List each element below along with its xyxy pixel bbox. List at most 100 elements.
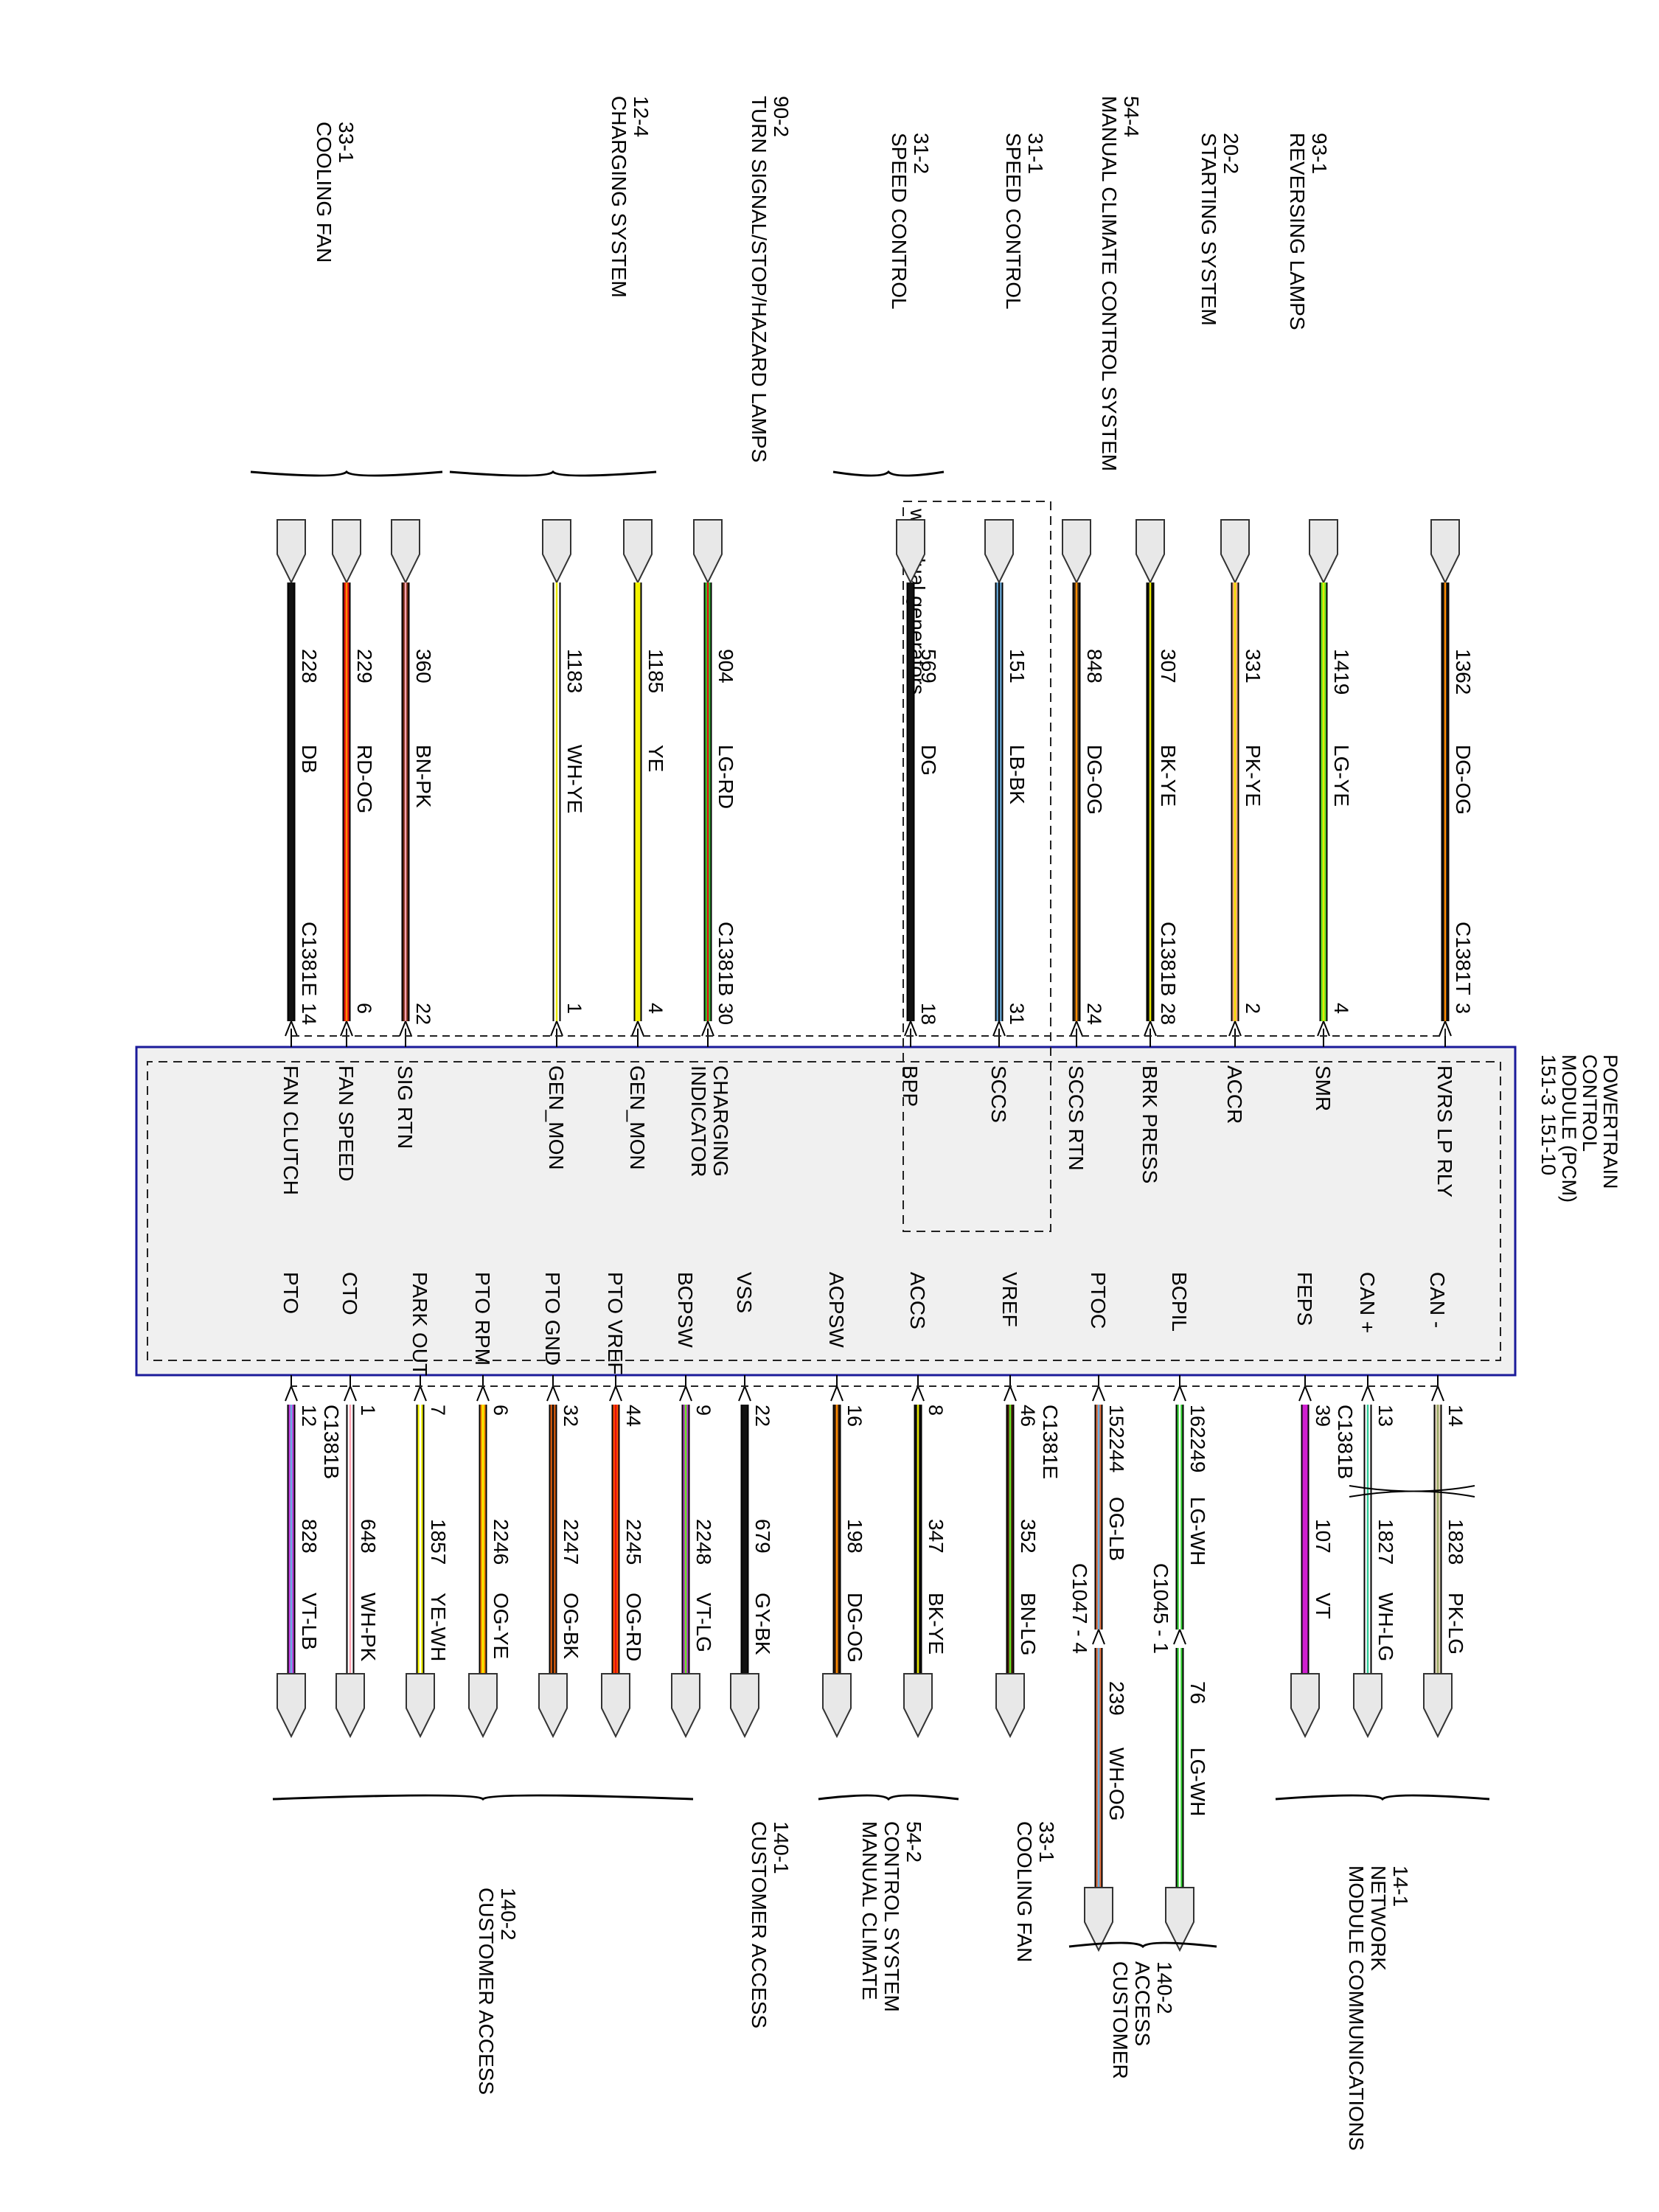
circuit-number: 307 — [1157, 649, 1180, 684]
group-label-line: 54-4 — [1120, 96, 1143, 137]
signal-name: BPP — [899, 1065, 922, 1107]
signal-name: PTO GND — [541, 1272, 564, 1366]
pcm-name-line-3: MODULE (PCM) — [1558, 1054, 1580, 1203]
group-label-line: SPEED CONTROL — [1002, 133, 1025, 310]
wire-color-code: VT — [1312, 1593, 1335, 1619]
pin-arrow — [1004, 1375, 1017, 1402]
pin-number: 39 — [1312, 1405, 1334, 1427]
signal-name: FAN CLUTCH — [279, 1065, 302, 1195]
circuit-number: 1857 — [427, 1519, 450, 1565]
connector-terminal — [601, 1673, 630, 1739]
connector-terminal — [671, 1673, 700, 1739]
wire-color-code: VT-LG — [692, 1593, 715, 1652]
pin-arrow — [609, 1375, 622, 1402]
pin-arrow — [344, 1375, 357, 1402]
signal-name: PTO — [279, 1272, 302, 1314]
pin-number: 15 — [1105, 1405, 1127, 1427]
group-label-line: 33-1 — [1035, 1821, 1058, 1863]
circuit-number: 2249 — [1186, 1427, 1209, 1472]
wire-color-code: WH-YE — [563, 745, 586, 813]
group-label-line: 14-1 — [1389, 1865, 1412, 1907]
splice-arrow — [1092, 1629, 1105, 1645]
wire-color-code: PK-YE — [1242, 745, 1265, 807]
connector-terminal — [406, 1673, 435, 1739]
group-label-line: 93-1 — [1308, 133, 1331, 174]
group-label-line: TURN SIGNAL/STOP/HAZARD LAMPS — [748, 96, 771, 462]
group-label-line: MANUAL CLIMATE — [858, 1821, 881, 2000]
wire-color-code: YE-WH — [427, 1593, 450, 1661]
circuit-number: 648 — [357, 1519, 380, 1554]
connector-terminal — [903, 1673, 933, 1739]
twisted-pair-marker — [1349, 1485, 1475, 1498]
pin-arrow — [911, 1375, 925, 1402]
circuit-number: 347 — [925, 1519, 947, 1554]
signal-name: BCPIL — [1168, 1272, 1191, 1332]
connector-terminal — [730, 1673, 759, 1739]
group-label-line: COOLING FAN — [1013, 1821, 1036, 1962]
pin-arrow — [1173, 1375, 1186, 1402]
connector-terminal — [1423, 1673, 1453, 1739]
group-brace — [250, 470, 443, 477]
circuit-number: 1183 — [563, 649, 586, 693]
circuit-number: 904 — [714, 649, 737, 684]
signal-name: CAN + — [1356, 1272, 1379, 1333]
circuit-number: 1419 — [1330, 649, 1353, 695]
pin-arrow — [631, 1020, 644, 1047]
pin-arrow — [1361, 1375, 1374, 1402]
circuit-number: 1827 — [1374, 1519, 1397, 1565]
signal-name: CTO — [338, 1272, 361, 1315]
signal-name: CHARGING — [709, 1065, 732, 1177]
group-label-line: CUSTOMER — [1109, 1961, 1132, 2079]
wire-color-code: DG-OG — [1083, 745, 1106, 815]
connector-terminal — [391, 519, 420, 585]
connector-terminal — [1084, 1887, 1113, 1952]
circuit-number: 679 — [751, 1519, 774, 1554]
wire-color-code: BK-YE — [1157, 745, 1180, 807]
group-label-line: CONTROL SYSTEM — [880, 1821, 903, 2012]
splice-arrow — [1173, 1629, 1186, 1645]
connector-id: C1381E — [1039, 1405, 1062, 1479]
signal-name: RVRS LP RLY — [1433, 1065, 1456, 1197]
top-shield-dashed — [291, 1029, 1446, 1037]
circuit-number: 569 — [917, 649, 940, 684]
circuit-number: 151 — [1006, 649, 1029, 684]
circuit-number: 360 — [412, 649, 435, 684]
pin-arrow — [285, 1375, 298, 1402]
pin-number: 1 — [357, 1405, 379, 1416]
circuit-number: 1362 — [1452, 649, 1475, 695]
connector-terminal — [1220, 519, 1250, 585]
group-label-line: CUSTOMER ACCESS — [475, 1888, 498, 2095]
pcm-module-inner-dashed — [147, 1061, 1501, 1361]
dual-generator-dashed-box — [902, 501, 1051, 1232]
pin-arrow — [476, 1375, 490, 1402]
pin-number: 22 — [751, 1405, 773, 1427]
group-label-line: REVERSING LAMPS — [1286, 133, 1309, 330]
pin-number: 8 — [925, 1405, 947, 1416]
wire-color-code: YE — [644, 745, 667, 772]
group-label-line: 140-2 — [497, 1888, 520, 1941]
pcm-ref-a: 151-3 — [1537, 1054, 1559, 1105]
pin-number: 22 — [412, 1003, 434, 1025]
wire-color-code: LG-YE — [1330, 745, 1353, 807]
connector-terminal — [1309, 519, 1338, 585]
circuit-number-2: 76 — [1186, 1681, 1209, 1704]
signal-name: GEN_MON — [626, 1065, 649, 1170]
